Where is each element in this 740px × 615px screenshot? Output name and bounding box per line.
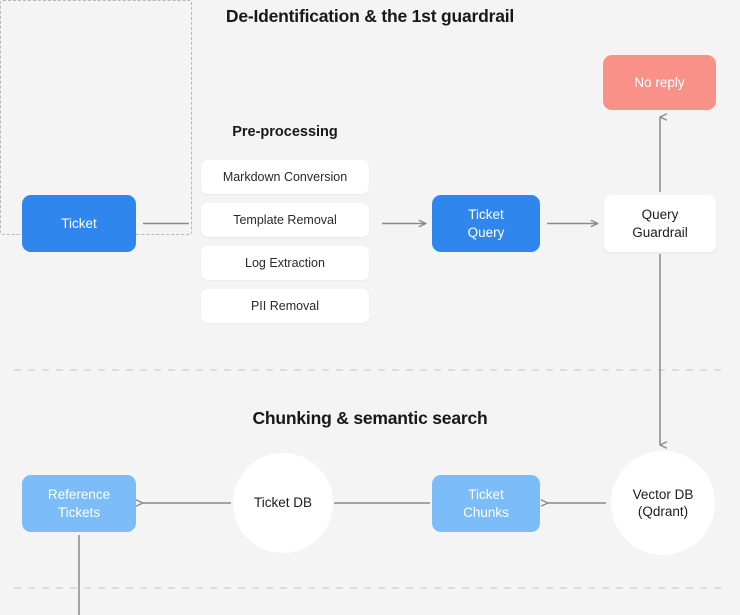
node-query-guardrail-label-line-2: Guardrail: [632, 224, 688, 240]
node-reference-tickets[interactable]: Reference Tickets: [22, 475, 136, 532]
preprocessing-step-template-removal[interactable]: Template Removal: [201, 203, 369, 237]
node-ticket-query-label-line-1: Ticket: [468, 207, 504, 223]
preprocessing-step-label: Log Extraction: [245, 256, 325, 270]
node-ticket-query[interactable]: Ticket Query: [432, 195, 540, 252]
node-ticket-query-label-line-2: Query: [467, 224, 505, 240]
node-reference-tickets-label-line-2: Tickets: [57, 504, 101, 520]
preprocessing-step-markdown-conversion[interactable]: Markdown Conversion: [201, 160, 369, 194]
node-no-reply-label: No reply: [634, 74, 685, 90]
node-vector-db-label-line-1: Vector DB: [632, 486, 694, 502]
preprocessing-step-log-extraction[interactable]: Log Extraction: [201, 246, 369, 280]
node-query-guardrail-label-line-1: Query: [641, 207, 679, 223]
node-ticket[interactable]: Ticket: [22, 195, 136, 252]
preprocessing-step-label: PII Removal: [250, 299, 320, 313]
preprocessing-step-pii-removal[interactable]: PII Removal: [201, 289, 369, 323]
node-reference-tickets-label-line-1: Reference: [47, 487, 111, 503]
node-ticket-chunks-label-line-1: Ticket: [468, 487, 504, 503]
section-1-title: De-Identification & the 1st guardrail: [225, 6, 515, 26]
preprocessing-step-label: Markdown Conversion: [222, 170, 348, 184]
node-ticket-chunks[interactable]: Ticket Chunks: [432, 475, 540, 532]
node-ticket-db-label: Ticket DB: [253, 495, 312, 511]
node-query-guardrail[interactable]: Query Guardrail: [604, 195, 716, 252]
node-vector-db-label-line-2: (Qdrant): [637, 504, 689, 519]
section-2-title: Chunking & semantic search: [252, 408, 488, 428]
node-ticket-db[interactable]: Ticket DB: [233, 453, 333, 553]
preprocessing-step-label: Template Removal: [233, 213, 337, 227]
node-preprocessing-title: Pre-processing: [232, 124, 338, 140]
node-vector-db[interactable]: Vector DB (Qdrant): [611, 451, 715, 555]
node-no-reply[interactable]: No reply: [603, 55, 716, 110]
node-ticket-chunks-label-line-2: Chunks: [463, 504, 509, 520]
node-ticket-label: Ticket: [61, 215, 97, 231]
